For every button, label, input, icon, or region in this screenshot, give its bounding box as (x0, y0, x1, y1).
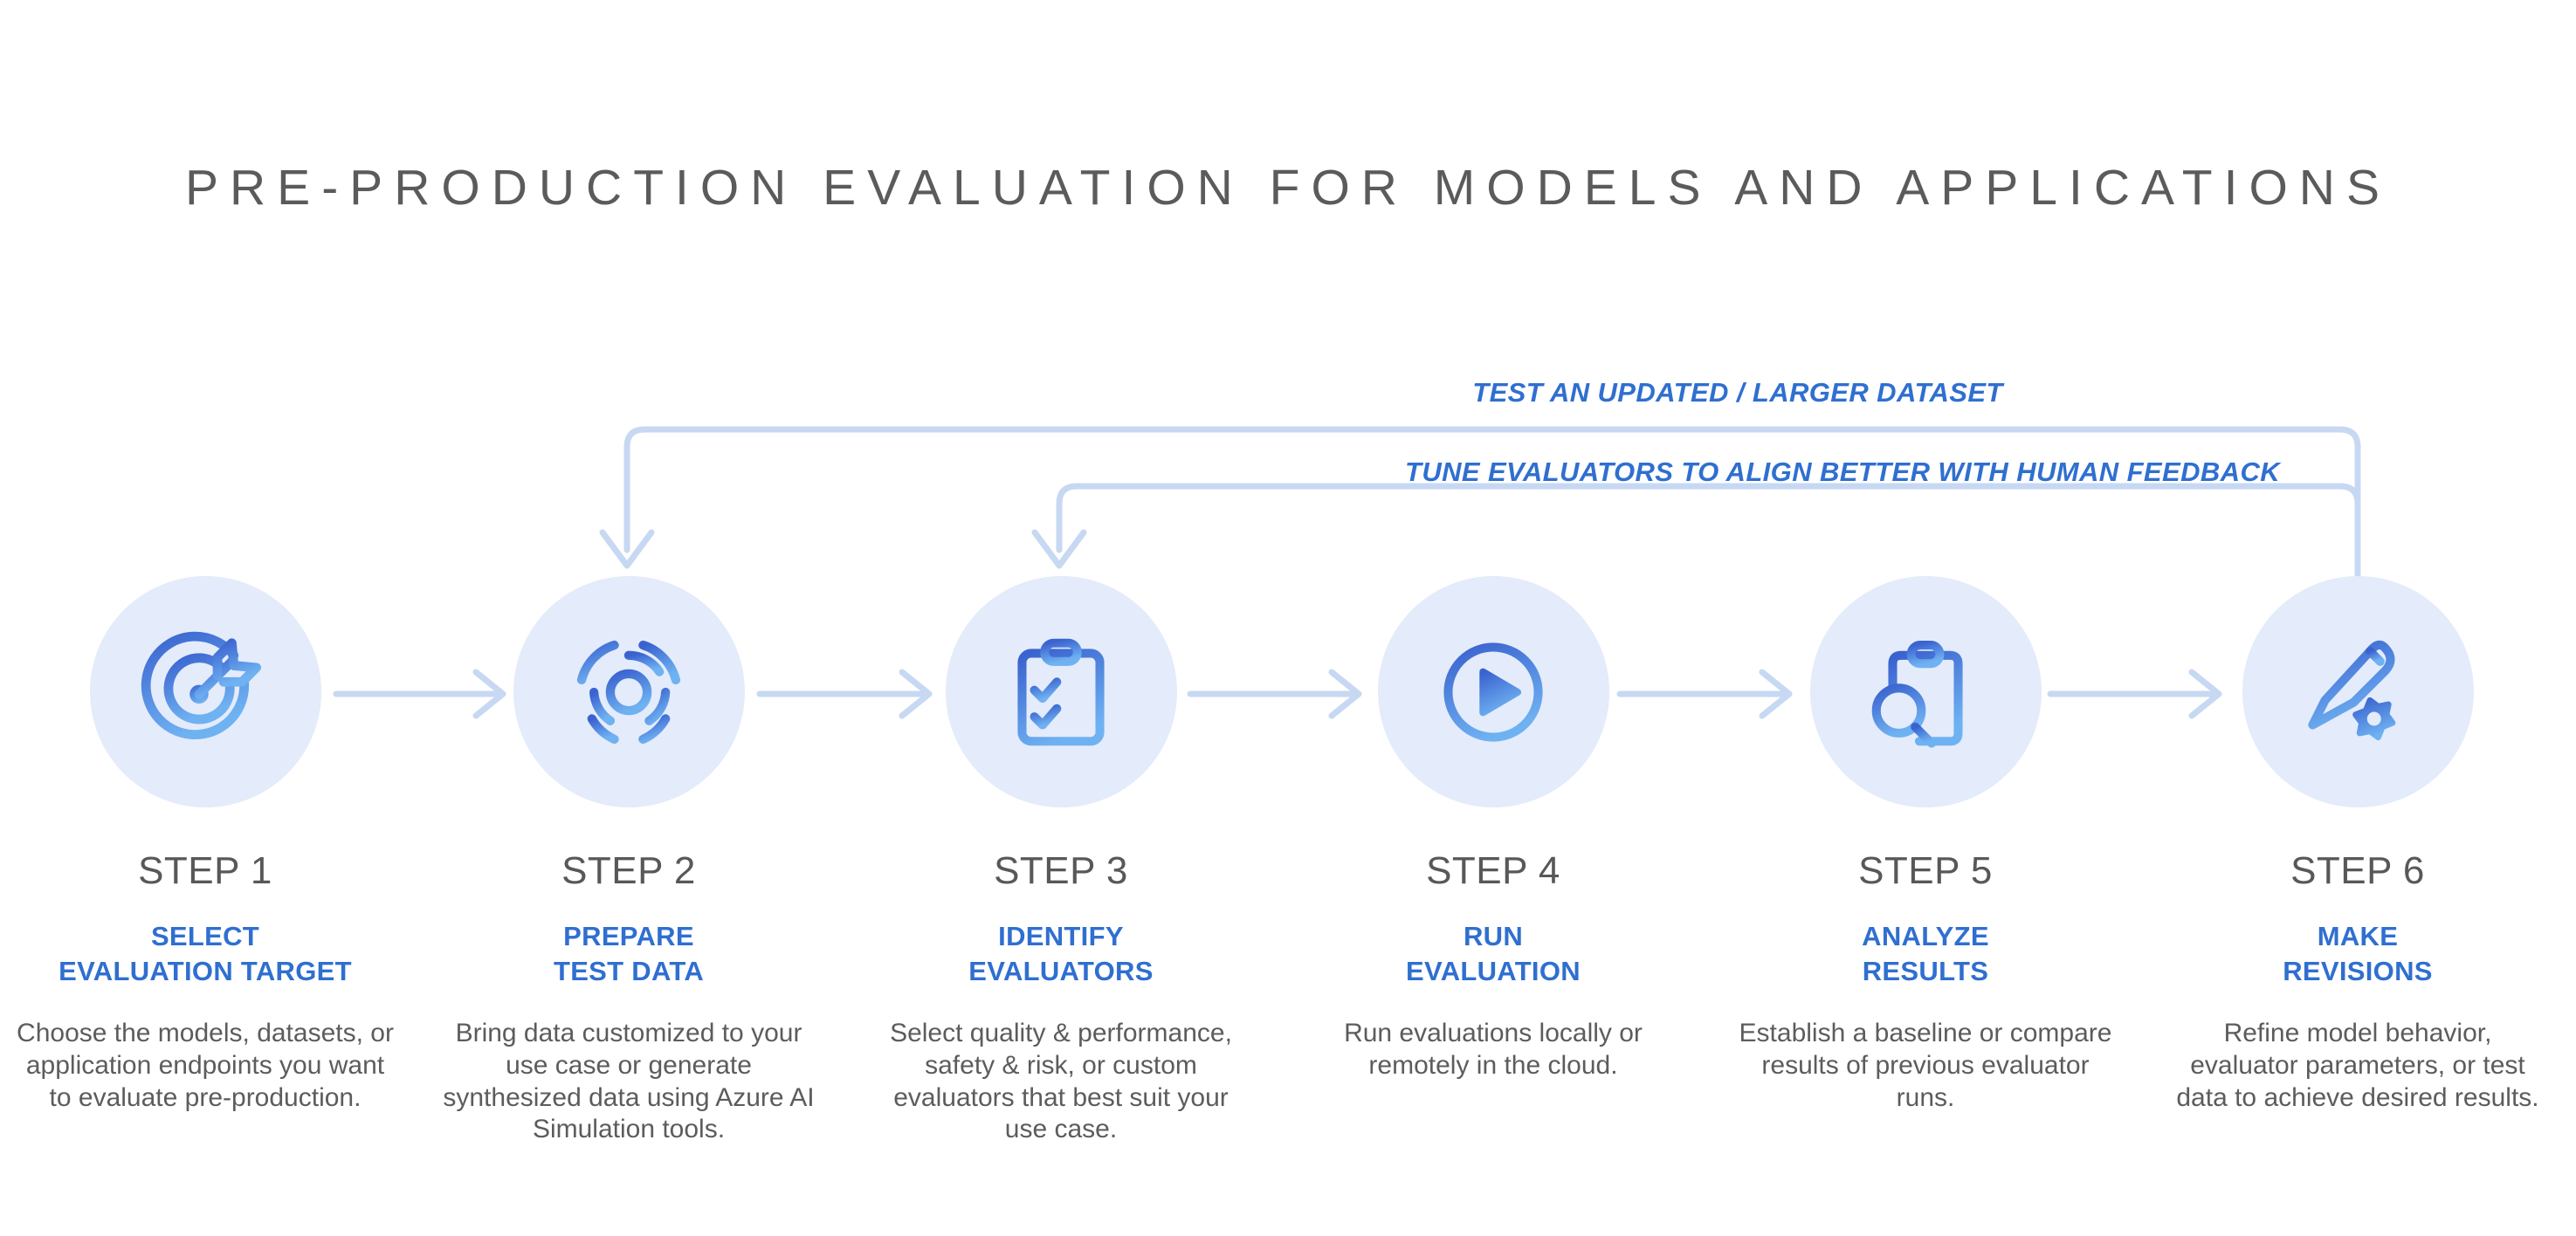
step-4-title-line1: RUN (1463, 921, 1524, 951)
step-3-icon-circle[interactable] (945, 576, 1177, 807)
step-6-description: Refine model behavior, evaluator paramet… (2176, 1019, 2539, 1112)
step-6[interactable]: STEP 6 MAKE REVISIONS Refine model behav… (2152, 576, 2563, 1114)
step-3-title-line2: EVALUATORS (968, 955, 1154, 986)
step-5-title-line2: RESULTS (1862, 955, 1989, 986)
step-1-description: Choose the models, datasets, or applicat… (17, 1019, 394, 1112)
target-arrow-icon (141, 631, 261, 739)
step-2-title-line1: PREPARE (563, 921, 694, 951)
step-2-icon-circle[interactable] (513, 576, 745, 807)
step-4-icon-circle[interactable] (1377, 576, 1609, 807)
step-1-title-line1: SELECT (150, 921, 260, 951)
step-2-title: PREPARE TEST DATA (424, 919, 834, 988)
step-4-title: RUN EVALUATION (1288, 919, 1698, 988)
step-3-title-line1: IDENTIFY (998, 921, 1124, 951)
step-1[interactable]: STEP 1 SELECT EVALUATION TARGET Choose t… (0, 576, 410, 1114)
step-5[interactable]: STEP 5 ANALYZE RESULTS Establish a basel… (1720, 576, 2131, 1114)
step-5-number: STEP 5 (1858, 849, 1993, 892)
step-5-icon-circle[interactable] (1809, 576, 2042, 807)
step-6-number: STEP 6 (2290, 849, 2425, 892)
step-1-number: STEP 1 (138, 849, 272, 892)
step-4[interactable]: STEP 4 RUN EVALUATION Run evaluations lo… (1288, 576, 1698, 1082)
step-5-title: ANALYZE RESULTS (1720, 919, 2131, 988)
loop-label-tune-evaluators: TUNE EVALUATORS TO ALIGN BETTER WITH HUM… (1404, 457, 2281, 487)
step-3-number: STEP 3 (994, 849, 1128, 892)
step-3-title: IDENTIFY EVALUATORS (856, 919, 1266, 988)
step-5-title-line1: ANALYZE (1862, 921, 1989, 951)
step-6-title-line2: REVISIONS (2283, 955, 2433, 986)
step-6-title-line1: MAKE (2317, 921, 2399, 951)
step-1-title: SELECT EVALUATION TARGET (0, 919, 410, 988)
step-4-title-line2: EVALUATION (1406, 955, 1581, 986)
step-6-title: MAKE REVISIONS (2152, 919, 2563, 988)
radar-circles-icon (576, 640, 681, 744)
step-2-description: Bring data customized to your use case o… (443, 1019, 815, 1144)
step-2-title-line2: TEST DATA (553, 955, 705, 986)
page-title: PRE-PRODUCTION EVALUATION FOR MODELS AND… (185, 160, 2391, 216)
clipboard-checklist-icon (1017, 638, 1105, 745)
step-4-description: Run evaluations locally or remotely in t… (1344, 1019, 1643, 1080)
step-3-description: Select quality & performance, safety & r… (890, 1019, 1232, 1144)
play-circle-icon (1443, 642, 1543, 742)
clipboard-search-icon (1871, 640, 1963, 748)
step-4-number: STEP 4 (1426, 849, 1560, 892)
step-2[interactable]: STEP 2 PREPARE TEST DATA Bring data cust… (424, 576, 834, 1146)
step-5-description: Establish a baseline or compare results … (1739, 1019, 2112, 1112)
step-3[interactable]: STEP 3 IDENTIFY EVALUATORS Select qualit… (856, 576, 1266, 1146)
pencil-gear-icon (2308, 640, 2396, 740)
step-1-icon-circle[interactable] (89, 576, 321, 807)
step-1-title-line2: EVALUATION TARGET (59, 955, 352, 986)
loop-label-test-dataset: TEST AN UPDATED / LARGER DATASET (1472, 377, 2003, 408)
step-6-icon-circle[interactable] (2242, 576, 2474, 807)
step-2-number: STEP 2 (561, 849, 696, 892)
